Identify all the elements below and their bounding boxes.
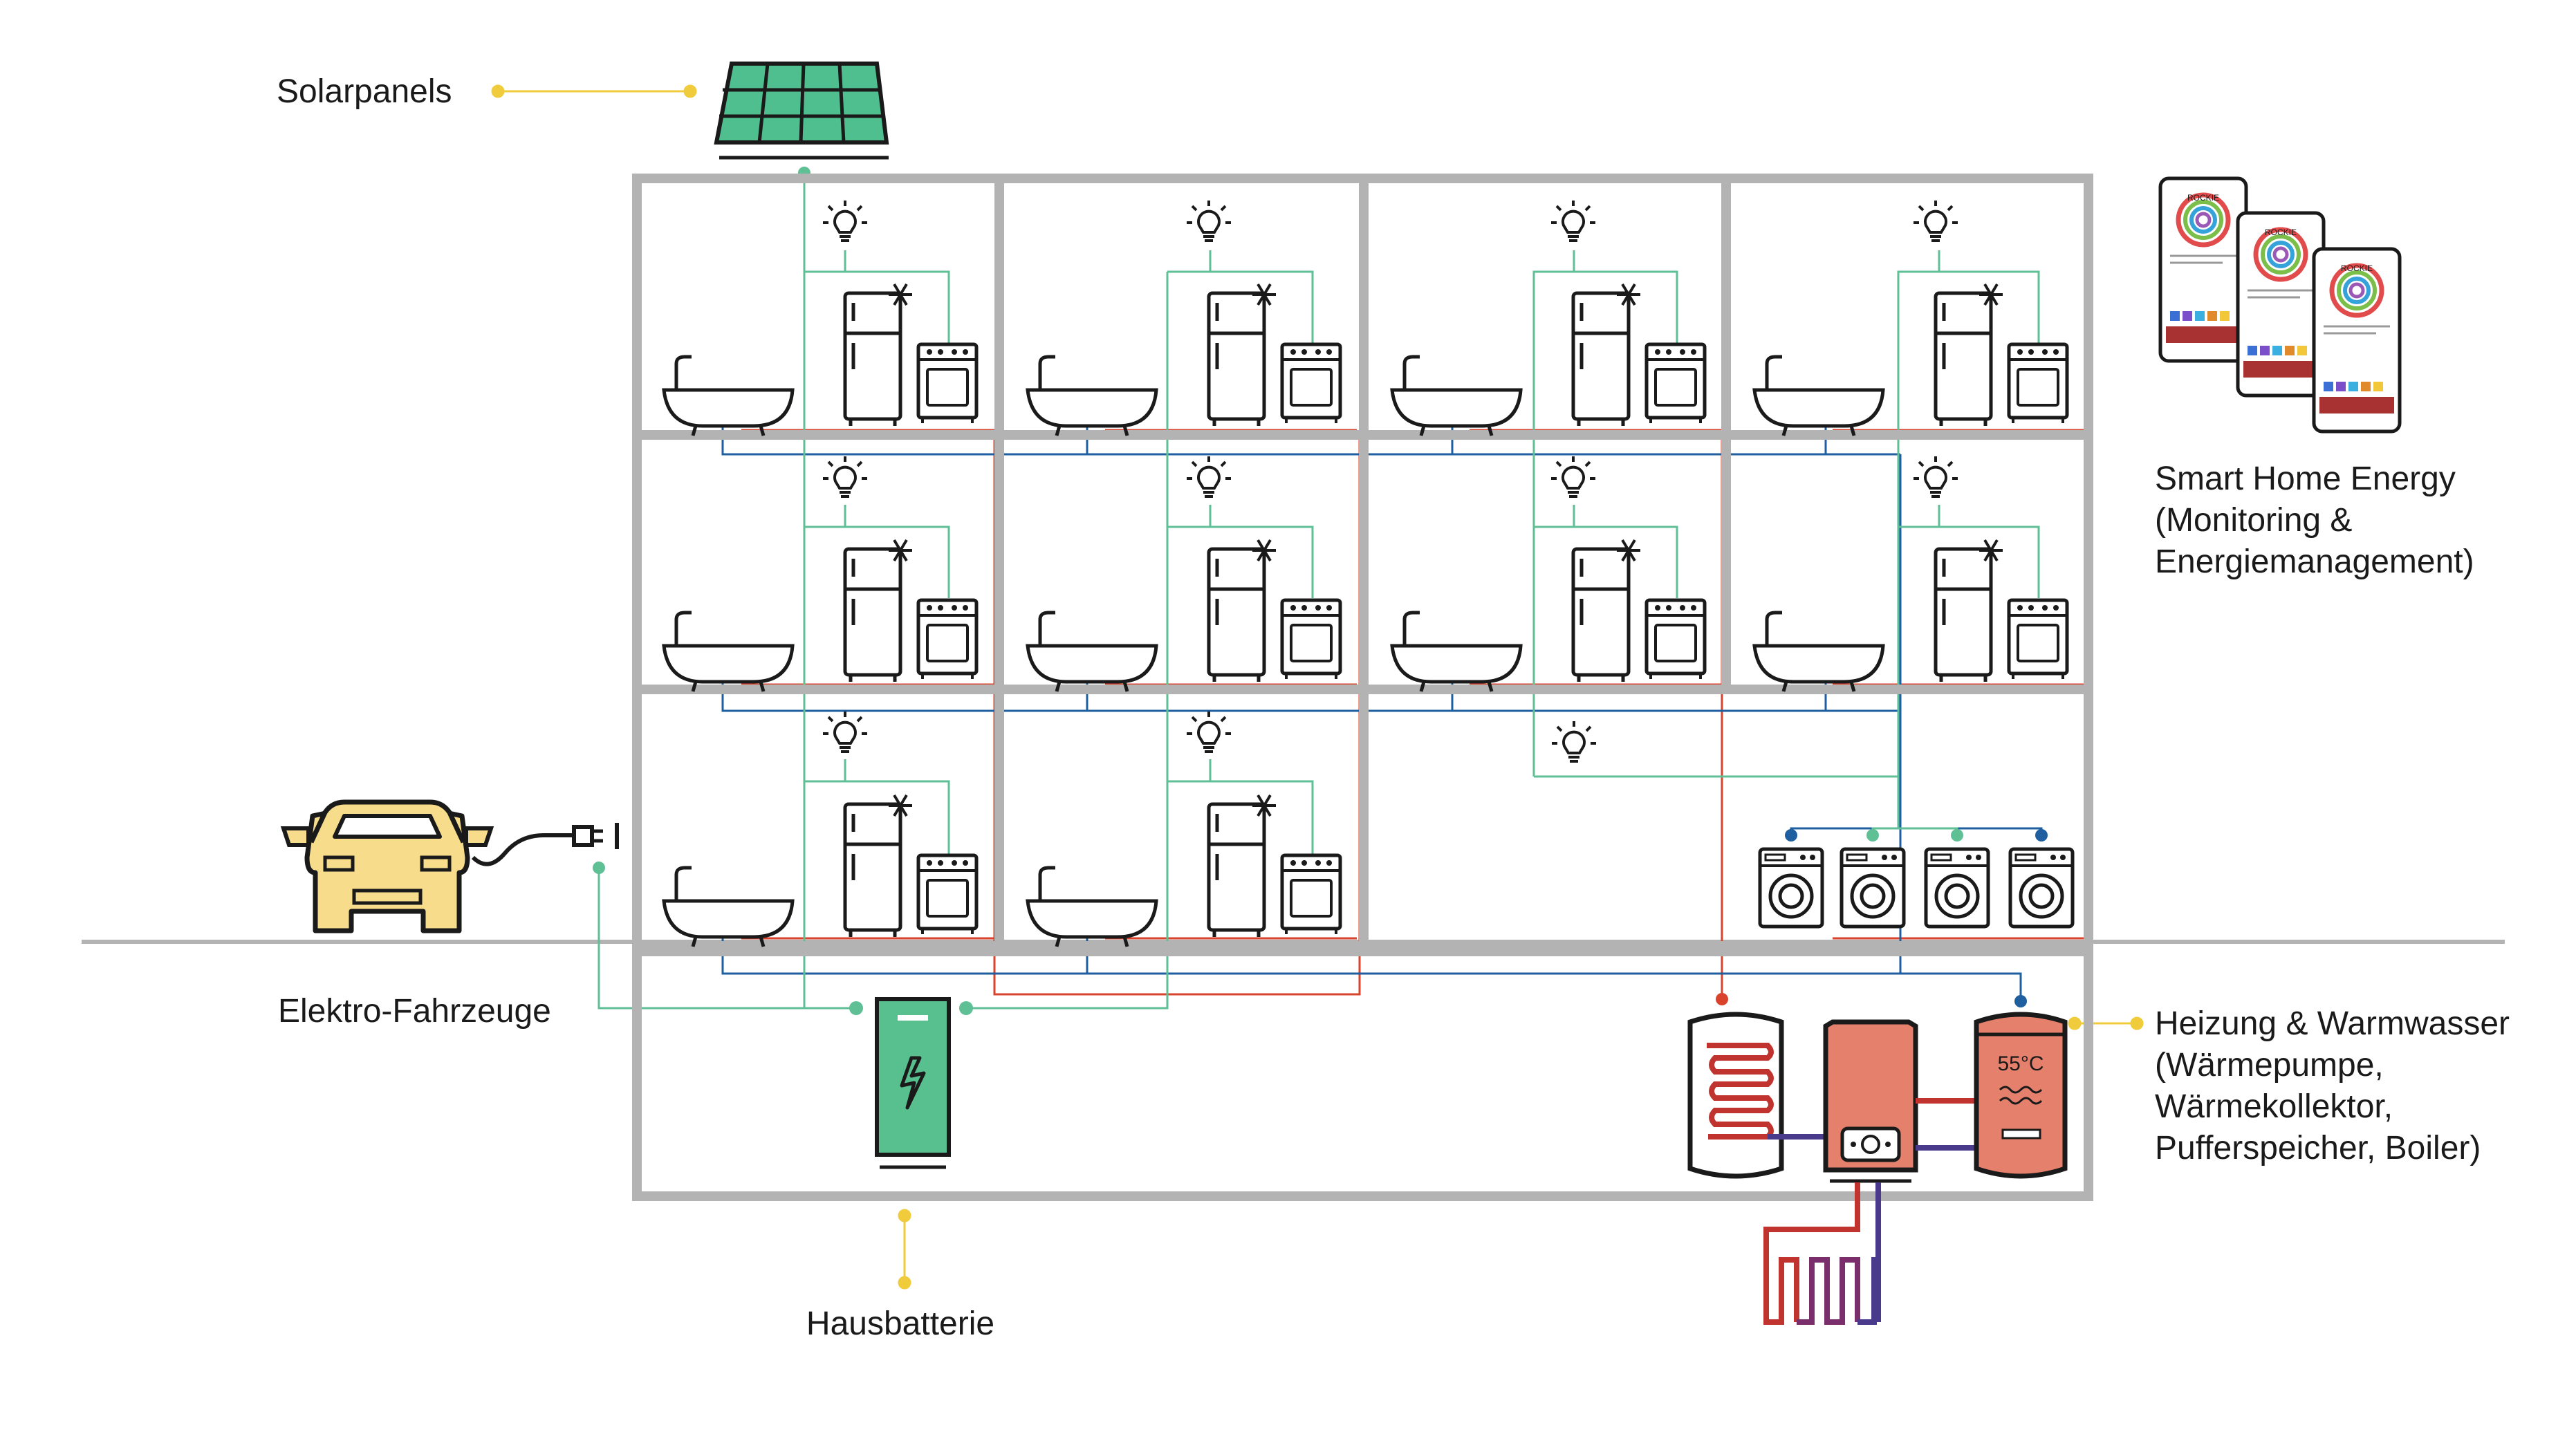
buffer-tank-icon [1687,1012,1826,1179]
electric-line-dots [593,167,1963,1015]
label-smart-home-line: Energiemanagement) [2155,543,2474,580]
smartphone-app-icon [2160,178,2246,361]
fridge-icon [1936,549,1991,682]
label-solar: Solarpanels [277,73,452,110]
plug-icon [572,823,619,849]
fridge-icon [845,549,900,682]
lightbulb-icon [1185,455,1232,498]
lightbulb-icon [1550,720,1597,763]
bathtub-icon [664,868,793,947]
lightbulb-icon [1185,199,1232,242]
solar-panel-icon [714,62,889,160]
lightbulb-icon [1550,455,1597,498]
stove-icon [2009,600,2067,679]
label-smart-home-line: (Monitoring & [2155,502,2352,539]
lightbulb-icon [822,710,869,753]
bathtub-icon [664,357,793,436]
washing-machine-icon [1842,849,1904,927]
smart-home-app: ROCKIE ROCKIE ROCKIE [2160,178,2400,431]
car-icon [280,799,574,933]
washing-machine-icon [1926,849,1988,927]
app-brand: ROCKIE [2341,263,2373,273]
bathtub-icon [664,613,793,691]
lightbulb-icon [1912,199,1959,242]
label-battery: Hausbatterie [806,1305,994,1342]
lightbulb-icon [1185,710,1232,753]
label-heating-line: Pufferspeicher, Boiler) [2155,1130,2481,1166]
app-brand: ROCKIE [2187,193,2219,203]
label-smart-home-line: Smart Home Energy [2155,461,2456,497]
callout-lines [491,84,2144,1290]
bathtub-icon [1028,613,1156,691]
stove-icon [918,600,976,679]
label-ev: Elektro-Fahrzeuge [278,993,551,1030]
fridge-icon [1573,549,1629,682]
smartphone-app-icon [2314,249,2400,431]
fridge-icon [845,293,900,426]
fridge-icon [1573,293,1629,426]
bathtub-icon [1028,357,1156,436]
heat-pump-icon [1823,1019,1976,1183]
washing-machine-icon [1760,849,1822,927]
building [632,174,2093,1201]
smartphone-app-icon [2238,213,2324,396]
battery-icon [875,997,951,1169]
bathtub-icon [1754,613,1883,691]
pipe-junction [1716,993,1728,1005]
label-heating-line: Wärmekollektor, [2155,1088,2393,1125]
bathtub-icon [1754,357,1883,436]
label-heating-line: Heizung & Warmwasser [2155,1005,2510,1042]
underfloor-heating-icon [1763,1182,1881,1325]
fridge-icon [1209,804,1264,937]
stove-icon [1282,344,1340,423]
fridge-icon [1209,293,1264,426]
boiler-icon: 55°C [1974,1012,2068,1179]
stove-icon [1282,855,1340,934]
fridge-icon [845,804,900,937]
lightbulb-icon [1550,199,1597,242]
stove-icon [918,855,976,934]
lightbulb-icon [1912,455,1959,498]
lightbulb-icon [822,455,869,498]
app-brand: ROCKIE [2265,227,2297,237]
stove-icon [1647,600,1705,679]
laundry-room [1550,720,2073,927]
stove-icon [918,344,976,423]
fridge-icon [1209,549,1264,682]
label-heating: Heizung & Warmwasser (Wärmepumpe, Wärmek… [2155,1005,2510,1166]
lightbulb-icon [822,199,869,242]
bathtub-icon [1028,868,1156,947]
label-heating-line: (Wärmepumpe, [2155,1047,2384,1084]
washing-machine-icon [2010,849,2073,927]
label-smart-home: Smart Home Energy (Monitoring & Energiem… [2155,461,2474,580]
stove-icon [1647,344,1705,423]
bathtub-icon [1392,613,1521,691]
stove-icon [1282,600,1340,679]
boiler-temperature: 55°C [1997,1052,2044,1075]
fridge-icon [1936,293,1991,426]
bathtub-icon [1392,357,1521,436]
stove-icon [2009,344,2067,423]
